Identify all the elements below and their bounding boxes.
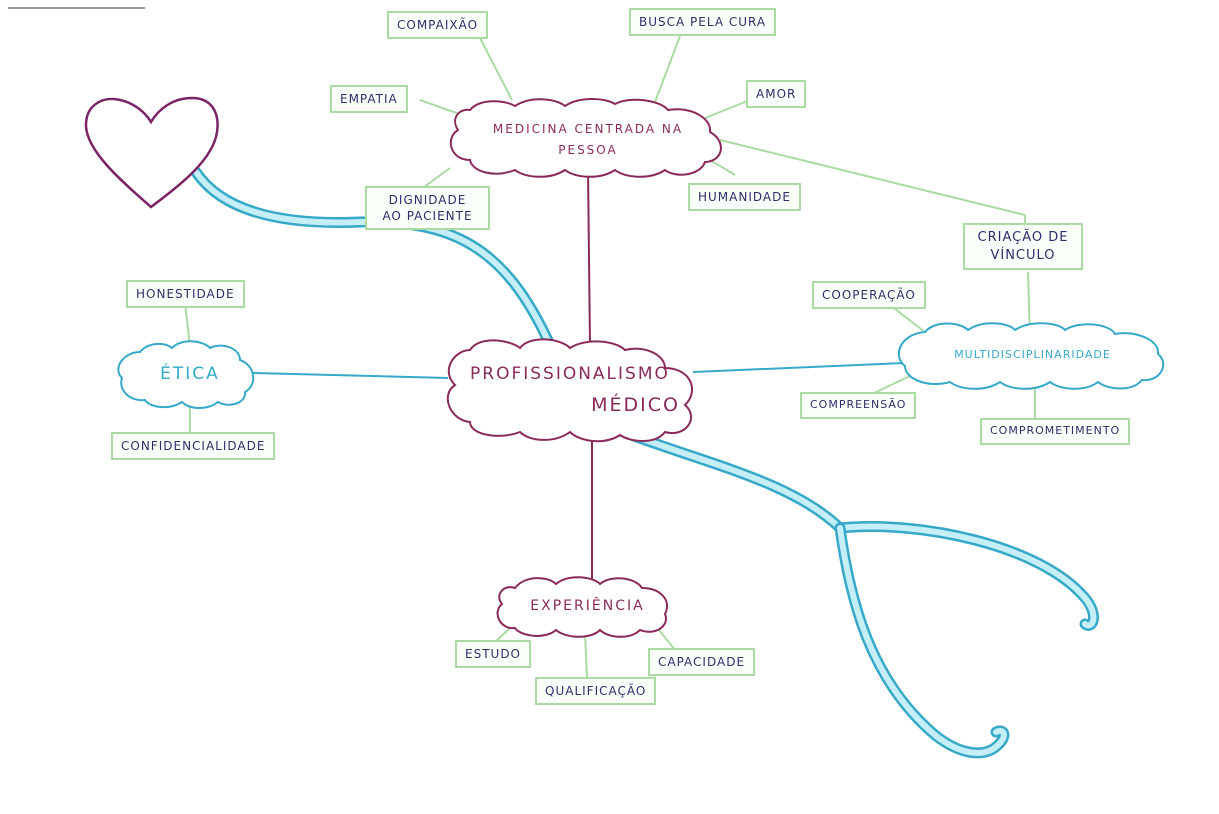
leaf-qualificacao: Qualificação [535, 677, 657, 706]
green-connectors [184, 35, 1036, 679]
central-topic-line1: Profissionalismo [470, 364, 670, 384]
leaf-dignidade-line2: ao paciente [382, 209, 473, 224]
leaf-vinculo-line2: vínculo [990, 247, 1056, 263]
stethoscope-icon [190, 166, 1099, 759]
branch-pessoa-line2: pessoa [558, 143, 618, 157]
leaf-compreensao: Compreensão [800, 392, 917, 419]
leaf-empatia: Empatia [330, 85, 408, 114]
central-topic-line2: Médico [591, 393, 680, 416]
leaf-dignidade: Dignidade ao paciente [365, 186, 490, 231]
leaf-capacidade: Capacidade [648, 648, 756, 677]
leaf-compaixao: Compaixão [387, 11, 489, 40]
link-central-pessoa [587, 169, 591, 346]
leaf-cooperacao: Cooperação [812, 281, 926, 310]
leaf-comprometimento: Comprometimento [980, 418, 1131, 445]
branch-etica: Ética [160, 364, 220, 384]
leaf-dignidade-line1: Dignidade [388, 193, 467, 207]
leaf-vinculo-line1: Criação de [977, 230, 1069, 245]
branch-experiencia: Experiência [530, 598, 645, 614]
branch-pessoa: Medicina centrada na pessoa [468, 119, 708, 161]
link-central-multi [692, 362, 906, 373]
leaf-honestidade: Honestidade [126, 280, 245, 309]
leaf-confidencialidade: Confidencialidade [111, 432, 276, 461]
leaf-estudo: Estudo [455, 640, 531, 669]
leaf-criacao-vinculo: Criação de vínculo [963, 223, 1083, 271]
link-central-etica [252, 372, 449, 379]
leaf-busca-pela-cura: Busca pela cura [629, 8, 777, 37]
leaf-humanidade: Humanidade [688, 183, 801, 212]
cloud-multi [897, 322, 1165, 390]
leaf-amor: Amor [746, 80, 807, 109]
cloud-etica [117, 340, 255, 409]
central-topic: Profissionalismo Médico [470, 360, 680, 421]
cloud-central [446, 338, 694, 443]
heart-icon [84, 96, 219, 209]
branch-multi: Multidisciplinaridade [954, 348, 1111, 361]
cloud-experiencia [496, 576, 668, 638]
branch-pessoa-line1: Medicina centrada na [492, 122, 684, 136]
cloud-pessoa [449, 98, 722, 178]
